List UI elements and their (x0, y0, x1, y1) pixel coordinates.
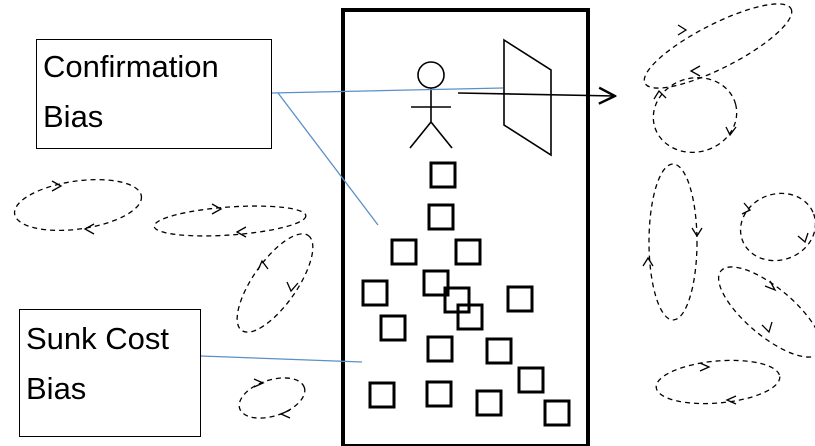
loop-arrowhead (83, 223, 95, 235)
dashed-loop (236, 233, 314, 333)
loop-arrowhead (279, 409, 291, 419)
loop-arrowhead (211, 203, 223, 215)
dashed-loop (648, 163, 698, 321)
connector-confirmation-to-squares (277, 92, 379, 226)
connector-sunk-cost (200, 355, 363, 363)
dashed-loop (238, 377, 306, 419)
square-stack (361, 161, 571, 427)
square (517, 366, 545, 394)
loop-arrowhead (689, 65, 701, 77)
confirmation-bias-line2: Bias (43, 99, 104, 134)
dashed-loop (153, 205, 307, 237)
square (485, 337, 513, 365)
dashed-loops (13, 3, 815, 419)
square (475, 389, 503, 417)
sunk-cost-bias-line2: Bias (26, 371, 87, 406)
square (390, 238, 418, 266)
square (456, 303, 484, 331)
connector-confirmation-to-arrow (271, 87, 504, 94)
square (427, 203, 455, 231)
loop-arrowhead (725, 126, 737, 137)
loop-arrowhead (725, 395, 737, 405)
dashed-loop (717, 266, 815, 358)
loop-arrowhead (653, 89, 667, 100)
sight-arrow (457, 93, 615, 96)
sunk-cost-bias-line1: Sunk Cost (26, 321, 170, 356)
confirmation-bias-label: Confirmation Bias (36, 39, 272, 149)
square (506, 285, 534, 313)
loop-arrowhead (761, 321, 773, 334)
square (368, 381, 396, 409)
perspective-panel (503, 38, 552, 157)
square (426, 335, 454, 363)
dashed-loop (739, 192, 815, 262)
connector-lines (200, 87, 504, 363)
loop-arrowhead (691, 227, 703, 238)
loop-arrowhead (253, 378, 265, 388)
dashed-loop (643, 3, 793, 89)
square (425, 380, 453, 408)
person-figure-icon (409, 61, 453, 149)
loop-arrowhead (677, 24, 688, 36)
square (454, 238, 482, 266)
loop-arrowhead (741, 202, 752, 215)
square (543, 399, 571, 427)
dashed-loop (655, 359, 781, 405)
sunk-cost-bias-label: Sunk Cost Bias (19, 309, 201, 437)
loop-arrowhead (51, 180, 63, 192)
loop-arrowhead (699, 362, 711, 372)
central-frame (341, 8, 590, 446)
loop-arrowhead (642, 256, 654, 267)
loop-arrowhead (764, 280, 777, 292)
confirmation-bias-line1: Confirmation (43, 49, 219, 84)
square (422, 269, 450, 297)
dashed-loop (13, 178, 143, 232)
square (429, 161, 457, 189)
loop-arrowhead (286, 281, 299, 293)
loop-arrowhead (257, 259, 269, 271)
square (361, 279, 389, 307)
loop-arrowheads (51, 24, 809, 419)
dashed-loop (652, 76, 738, 154)
loop-arrowhead (235, 226, 247, 238)
loop-arrowhead (797, 232, 809, 244)
square (379, 314, 407, 342)
